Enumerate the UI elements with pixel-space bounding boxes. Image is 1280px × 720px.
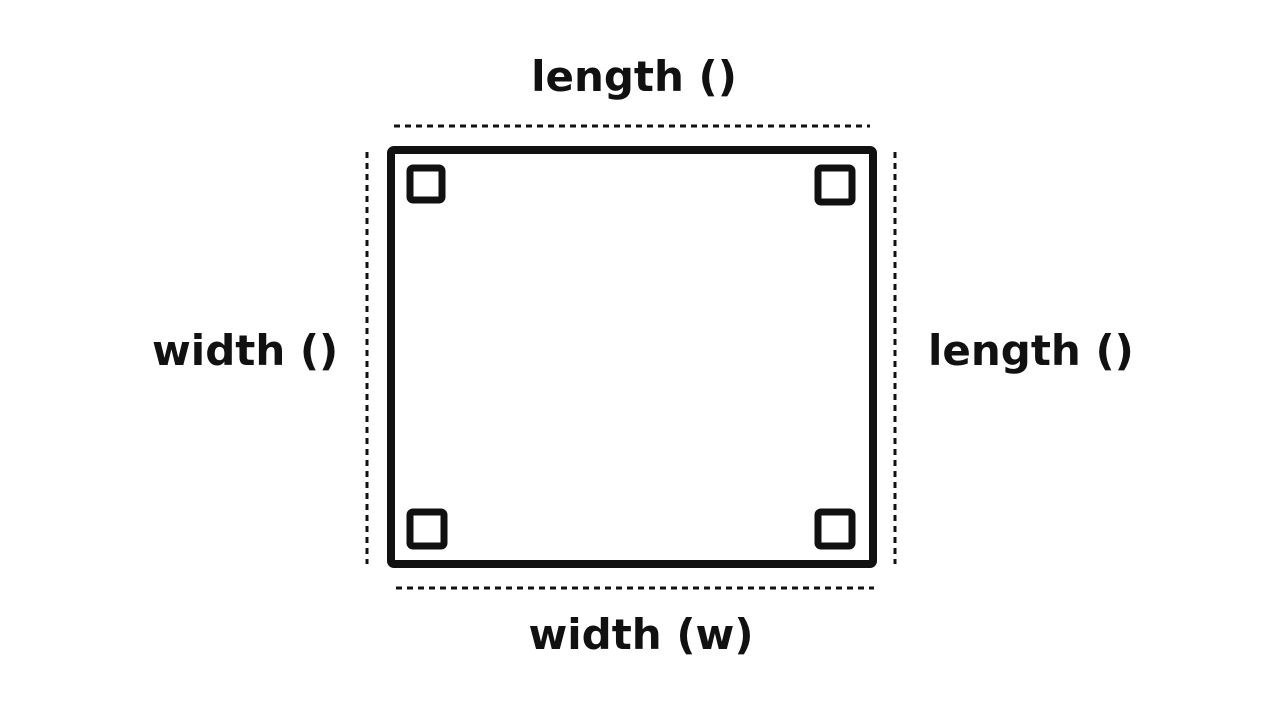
- corner-square-bottom-right: [814, 508, 856, 550]
- corner-square-top-right: [814, 164, 856, 206]
- corner-square-top-left: [406, 164, 446, 204]
- main-rectangle: [387, 146, 877, 568]
- top-length-label: length (): [531, 52, 737, 101]
- right-length-label: length (): [928, 326, 1134, 375]
- bottom-width-label: width (w): [528, 610, 754, 659]
- corner-square-bottom-left: [406, 508, 448, 550]
- left-width-label: width (): [152, 326, 339, 375]
